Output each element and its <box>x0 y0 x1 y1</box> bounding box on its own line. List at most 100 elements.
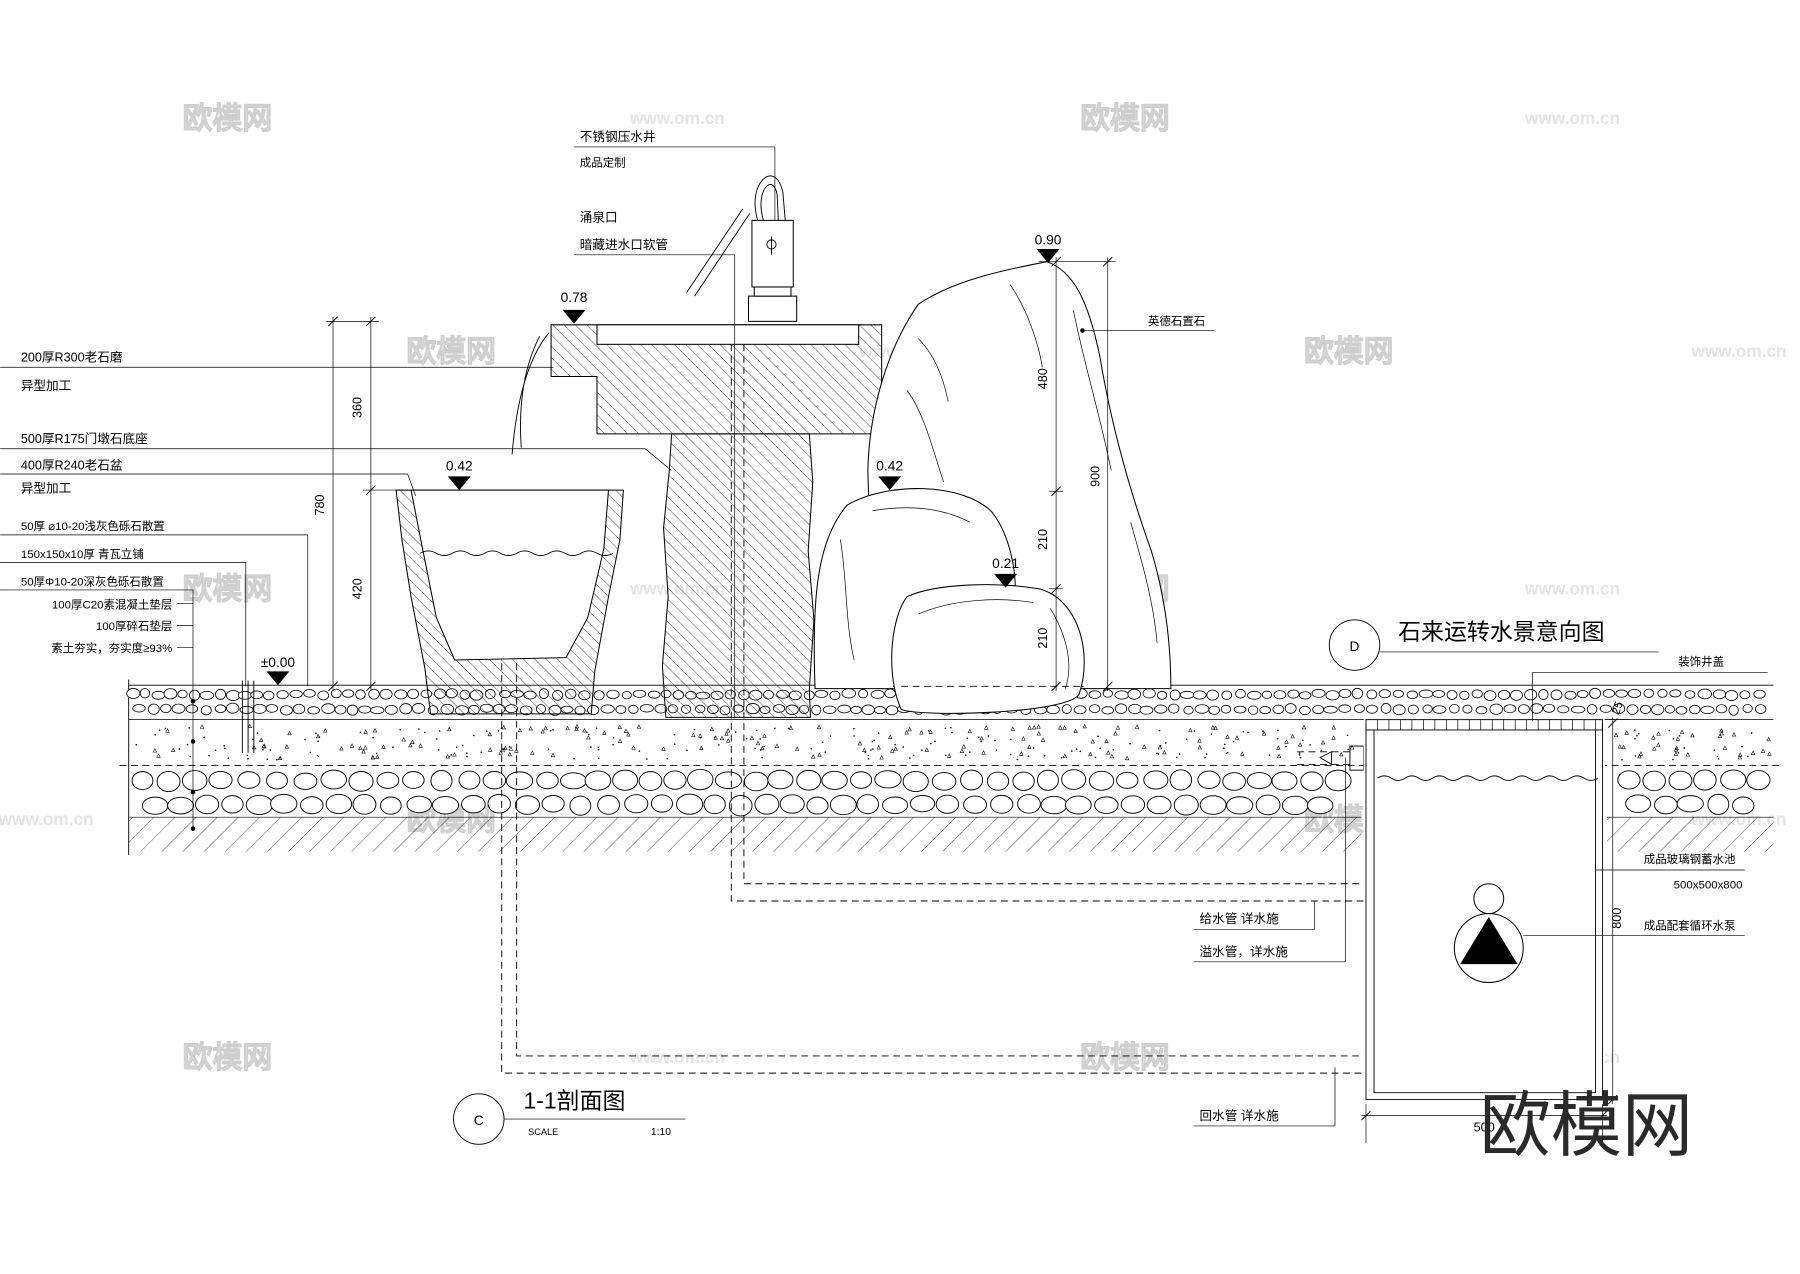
concrete-aggregate <box>1210 724 1216 730</box>
concrete-dot <box>994 739 996 742</box>
gravel-pebble <box>600 704 615 714</box>
tank-wall <box>1373 729 1596 1094</box>
section-circle-letter: C <box>474 1113 484 1128</box>
concrete-aggregate <box>1261 731 1267 736</box>
gravel-pebble <box>1259 706 1272 715</box>
concrete-aggregate <box>1613 732 1619 738</box>
concrete-dot <box>754 747 756 750</box>
concrete-dot <box>824 751 827 753</box>
concrete-aggregate <box>967 728 972 734</box>
concrete-aggregate <box>1297 742 1303 747</box>
gravel-pebble <box>321 703 336 714</box>
concrete-dot <box>944 754 947 757</box>
gravel-pebble <box>1351 687 1364 700</box>
crushed-stone <box>931 772 957 791</box>
gravel-pebble <box>1061 704 1072 714</box>
concrete-dot <box>597 746 600 749</box>
gravel-pebble <box>1669 689 1682 698</box>
concrete-aggregate <box>1082 723 1087 729</box>
well-spout <box>760 184 779 221</box>
crushed-stone <box>1693 769 1717 791</box>
level-markers: ±0.00 0.78 0.42 0.42 0.21 0.90 <box>261 232 1062 686</box>
concrete-dot <box>1178 753 1181 755</box>
concrete-aggregate <box>924 747 929 752</box>
gravel-pebble <box>185 704 198 714</box>
label-spring-note: 暗藏进水口软管 <box>580 238 668 252</box>
concrete-dot <box>829 735 832 737</box>
label-spring: 涌泉口 <box>580 210 618 225</box>
basin-hollow <box>410 489 610 661</box>
concrete-aggregate <box>1290 733 1295 739</box>
concrete-aggregate <box>1036 731 1041 736</box>
concrete-aggregate <box>287 730 292 736</box>
level-mill-text: 0.78 <box>561 290 588 305</box>
concrete-aggregate <box>1638 751 1644 756</box>
crushed-stone <box>402 771 425 789</box>
concrete-dot <box>316 754 319 757</box>
gravel-pebble <box>407 688 420 700</box>
concrete-dot <box>214 749 217 752</box>
concrete-dot <box>436 738 438 740</box>
gravel-pebble <box>1475 706 1488 715</box>
crushed-stone <box>638 771 663 791</box>
concrete-dot <box>1277 729 1279 732</box>
leader-line <box>0 534 309 687</box>
crushed-stone <box>850 771 873 789</box>
concrete-dot <box>1247 731 1249 734</box>
concrete-dot <box>877 732 880 734</box>
concrete-aggregate <box>487 731 492 737</box>
stone-basin <box>395 489 624 715</box>
label-return-pipe: 回水管 详水施 <box>1200 1109 1280 1123</box>
concrete-aggregate <box>879 755 884 760</box>
gravel-pebble <box>811 704 822 716</box>
crushed-stone <box>266 771 288 790</box>
watermark-brand: 欧模网 <box>183 573 272 606</box>
concrete-dot <box>745 737 748 740</box>
concrete-dot <box>223 744 226 747</box>
gravel-pebble <box>1462 704 1473 714</box>
concrete-dot <box>693 728 696 731</box>
gravel-pebble <box>1114 703 1128 714</box>
gravel-pebble <box>1524 689 1538 701</box>
crushed-stone <box>882 796 909 814</box>
concrete-aggregate <box>626 731 631 737</box>
concrete-dot <box>1347 748 1349 751</box>
concrete-dot <box>1232 740 1235 743</box>
concrete-aggregate <box>358 745 363 750</box>
gravel-pebble <box>1128 703 1142 715</box>
concrete-dot <box>1165 742 1167 744</box>
concrete-aggregate <box>1113 731 1118 736</box>
concrete-dot <box>1099 747 1101 750</box>
level-ground-text: ±0.00 <box>261 655 296 670</box>
crushed-stone <box>300 796 324 815</box>
return-pipe <box>501 663 1375 1074</box>
concrete-aggregate <box>617 738 623 743</box>
label-tank-size: 500x500x800 <box>1674 879 1743 891</box>
concrete-aggregate <box>1621 744 1626 750</box>
tank-wall <box>1365 723 1603 1101</box>
concrete-aggregate <box>1760 748 1766 753</box>
gravel-pebble <box>1530 703 1544 714</box>
concrete-aggregate <box>1010 726 1015 731</box>
gravel-pebble <box>1378 689 1391 699</box>
concrete-aggregate <box>199 724 205 729</box>
crushed-stone <box>990 794 1014 814</box>
concrete-aggregate <box>1188 727 1193 733</box>
concrete-aggregate <box>530 750 535 755</box>
reference-title-text: 石来运转水景意向图 <box>1398 618 1604 644</box>
concrete-dot <box>870 749 872 751</box>
concrete-aggregate <box>1717 733 1723 739</box>
concrete-dot <box>587 733 590 736</box>
supply-pipe <box>743 344 1481 885</box>
dim-tank-width: 500 <box>1474 1121 1495 1135</box>
concrete-aggregate <box>1197 738 1202 743</box>
concrete-aggregate <box>1225 734 1230 739</box>
dimension-tick <box>1051 256 1113 692</box>
concrete-dot <box>1205 753 1208 755</box>
left-dimensions: 360 780 420 <box>313 316 409 692</box>
gravel-pebble <box>1570 705 1586 714</box>
concrete-dot <box>266 758 269 761</box>
gravel-pebble <box>639 704 654 713</box>
concrete-aggregate <box>1134 724 1140 729</box>
gravel-pebble <box>1712 689 1727 700</box>
